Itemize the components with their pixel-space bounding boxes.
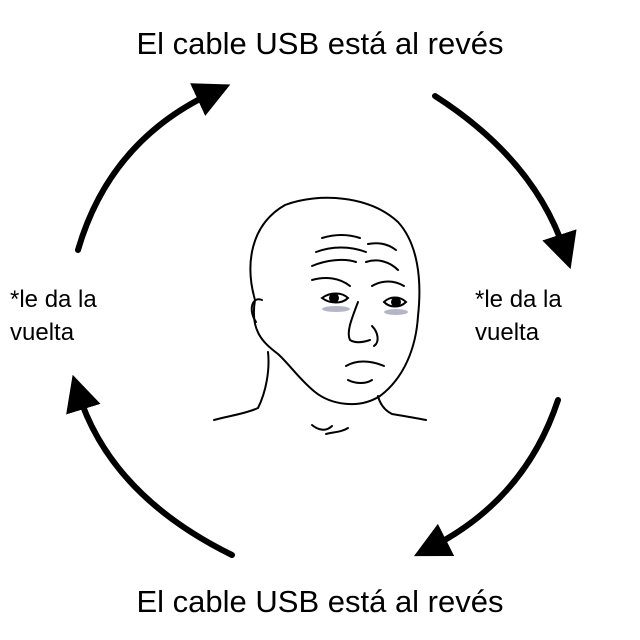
arrow-top-left-icon: [75, 83, 231, 253]
arrow-top-right-icon: [432, 93, 577, 270]
sad-wojak-face-icon: [213, 196, 427, 435]
right-action-label: *le da la vuelta: [475, 286, 562, 346]
left-action-label: *le da la vuelta: [10, 286, 97, 346]
top-caption: El cable USB está al revés: [136, 26, 504, 61]
arrow-bottom-right-icon: [413, 397, 561, 557]
bottom-caption: El cable USB está al revés: [136, 584, 504, 619]
arrow-bottom-left-icon: [66, 374, 235, 558]
